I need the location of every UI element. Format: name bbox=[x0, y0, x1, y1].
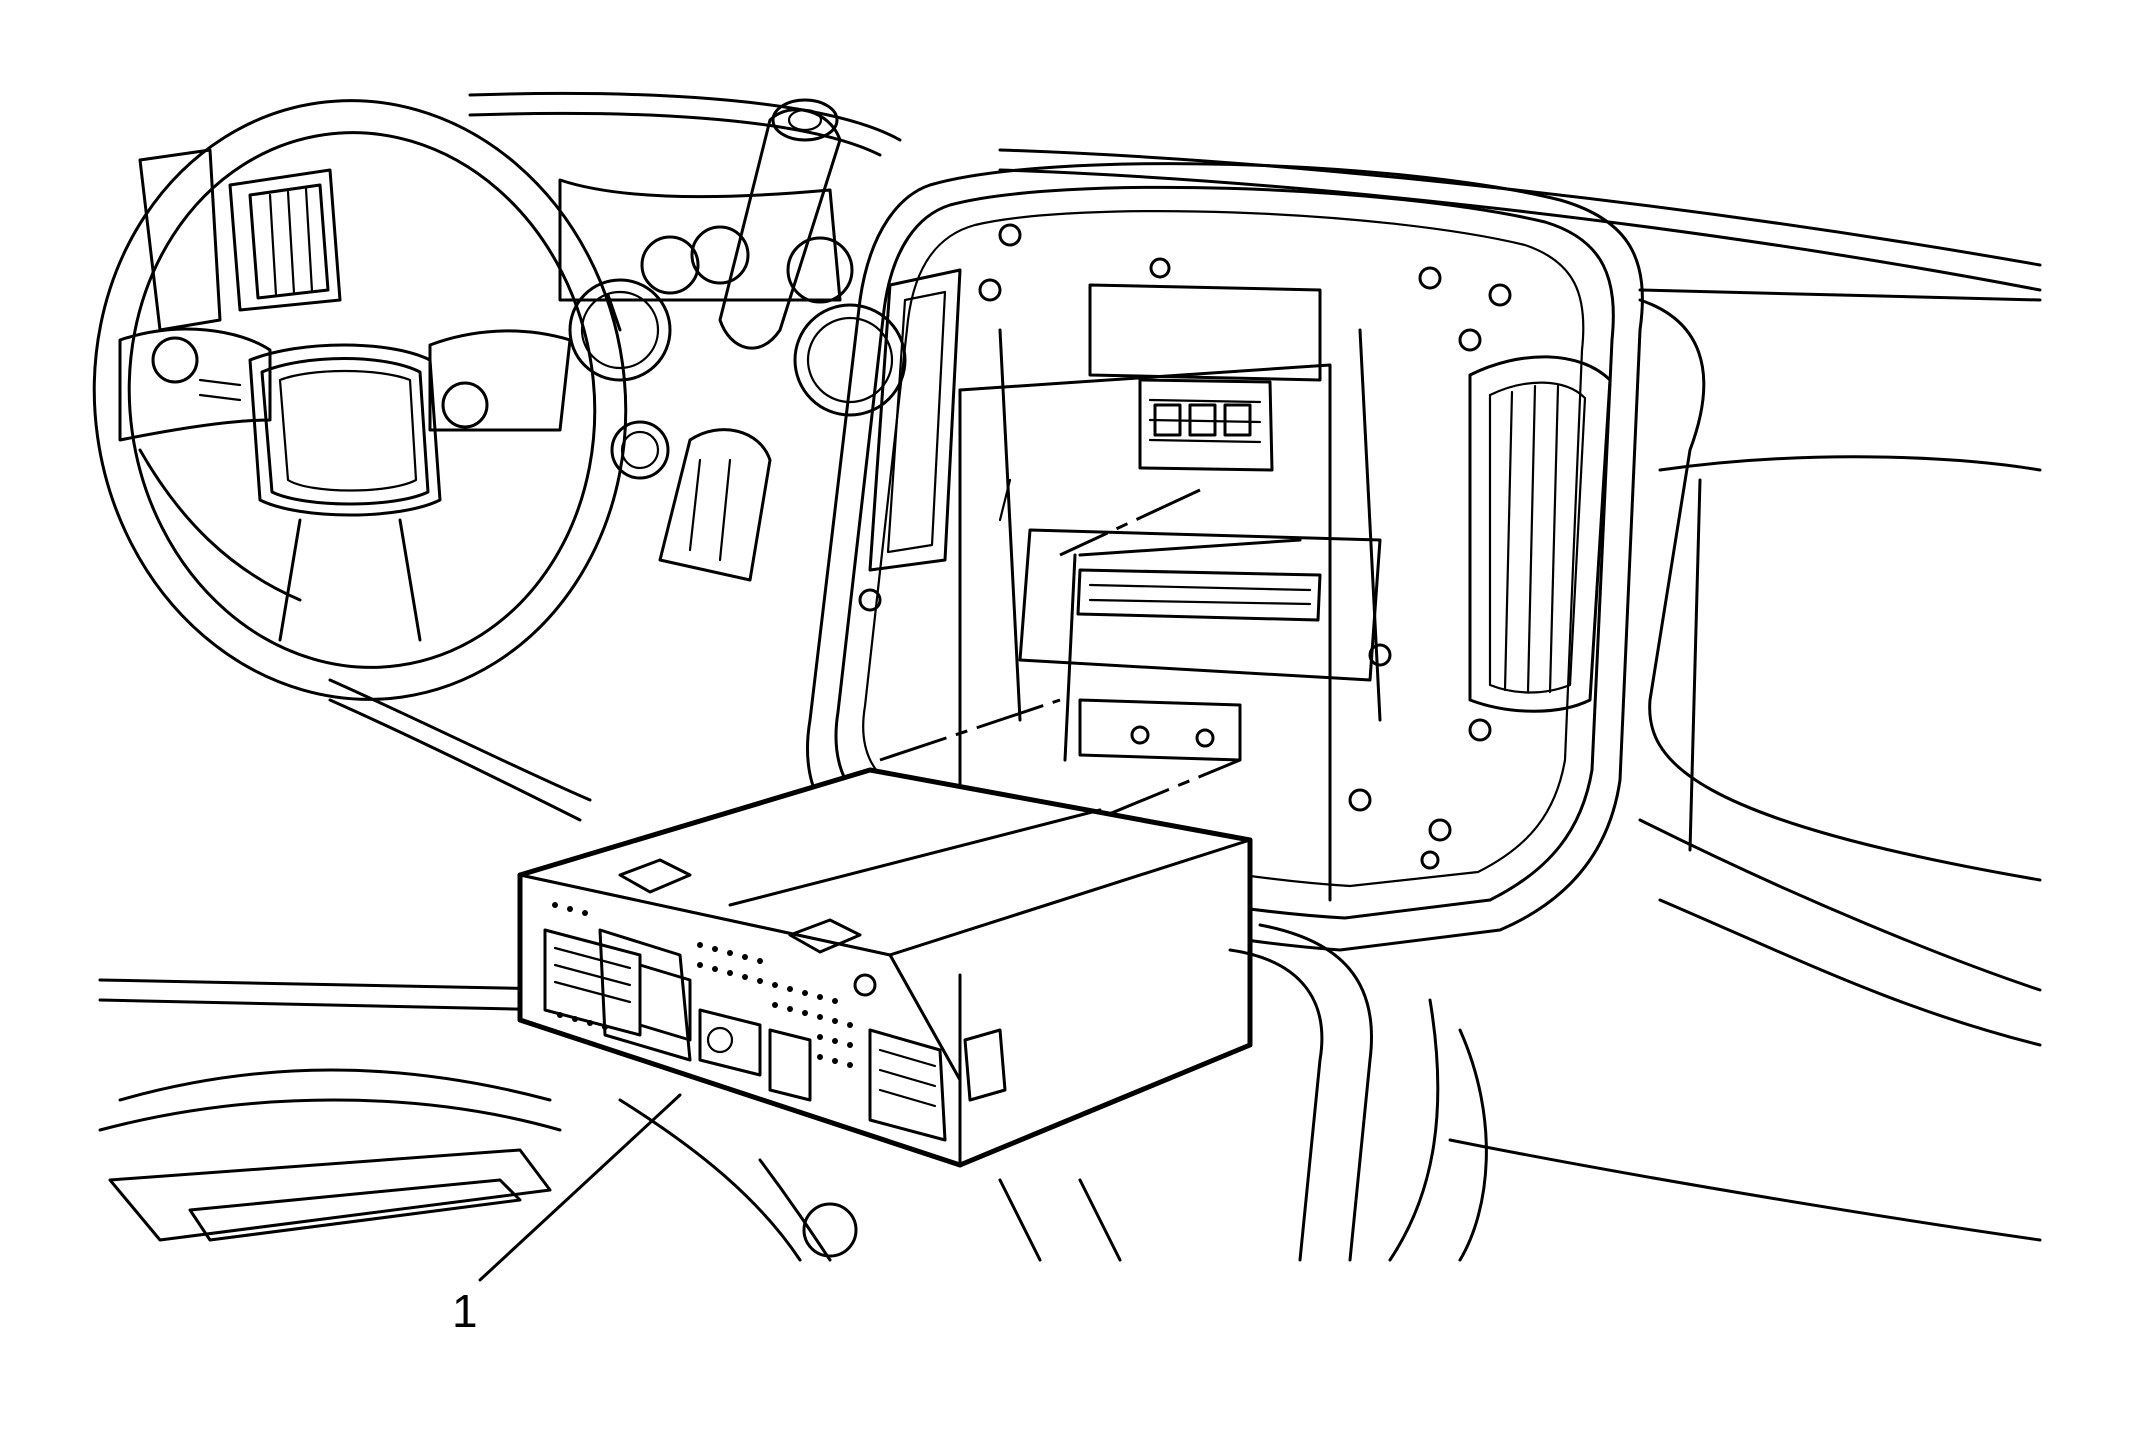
callout-1-label: 1 bbox=[452, 1285, 478, 1337]
radio-vent-holes bbox=[552, 902, 853, 1068]
center-stack-bezel bbox=[806, 162, 1644, 952]
radio-module bbox=[517, 767, 1253, 1168]
radio-cavity bbox=[998, 283, 1382, 762]
dashboard-outline bbox=[98, 91, 2042, 1262]
instrument-cluster bbox=[558, 178, 907, 480]
steering-wheel bbox=[92, 99, 628, 701]
steering-column bbox=[658, 98, 842, 582]
lower-console bbox=[98, 923, 1373, 1262]
callout-1-leader-line bbox=[478, 1093, 682, 1282]
installation-guide-lines bbox=[879, 363, 1332, 902]
